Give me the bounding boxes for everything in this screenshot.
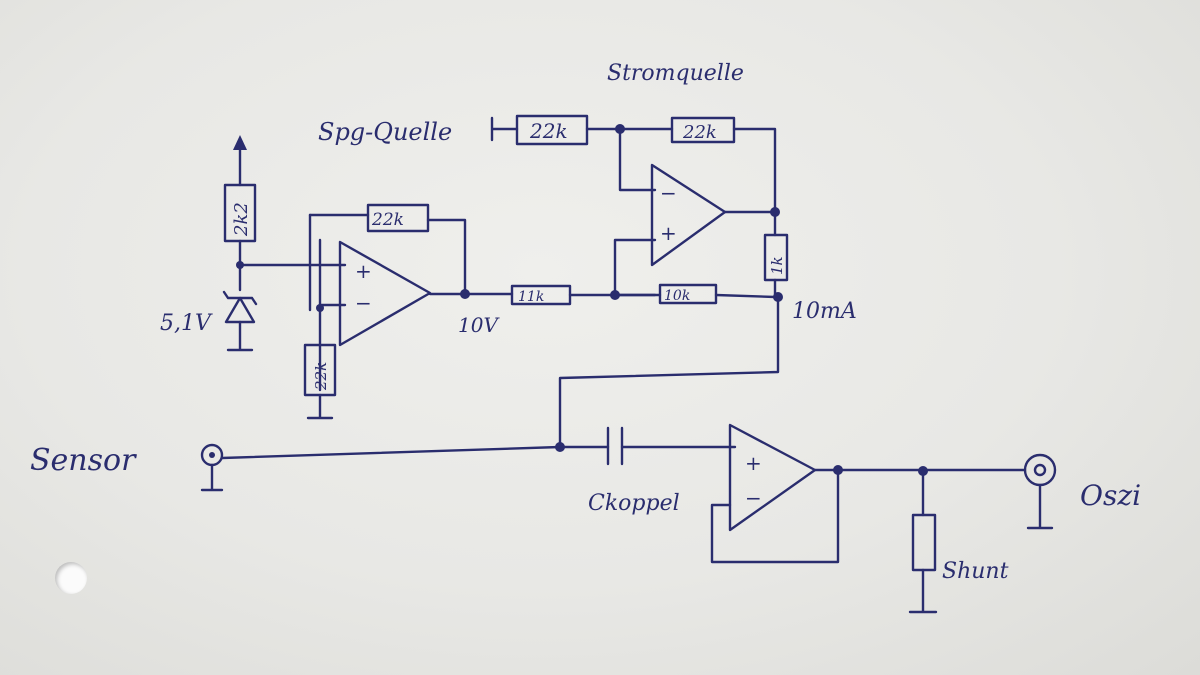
supply-arrow xyxy=(233,135,247,187)
wire-current-feed xyxy=(558,295,780,447)
resistor-22k-spg: 22k xyxy=(515,114,589,146)
svg-text:1k: 1k xyxy=(768,256,786,275)
wire-10k-out xyxy=(714,293,777,299)
opamp-buffer: + − xyxy=(728,423,817,532)
c-koppel-label: Ckoppel xyxy=(588,491,680,516)
wire-buffer-feedback xyxy=(710,470,840,564)
svg-text:22k: 22k xyxy=(682,122,717,143)
stromquelle-title: Stromquelle xyxy=(607,61,744,86)
voltage-10v-label: 10V xyxy=(458,313,500,337)
svg-text:22k: 22k xyxy=(371,210,404,230)
spg-quelle-label: Spg-Quelle xyxy=(318,118,452,146)
svg-text:22k: 22k xyxy=(529,119,568,143)
node-minus xyxy=(316,304,324,312)
oszi-label: Oszi xyxy=(1080,479,1141,512)
shunt-label: Shunt xyxy=(942,559,1009,584)
zener-diode xyxy=(222,290,258,352)
svg-text:22k: 22k xyxy=(312,362,330,391)
ground-shunt xyxy=(908,568,938,614)
zener-voltage-label: 5,1V xyxy=(160,311,213,336)
resistor-22k-top: 22k xyxy=(670,116,736,144)
svg-text:11k: 11k xyxy=(518,289,544,305)
svg-text:−: − xyxy=(745,486,762,510)
current-10ma-label: 10mA xyxy=(792,299,857,324)
opamp-current: − + xyxy=(650,163,727,267)
resistor-1k: 1k xyxy=(763,233,789,282)
wire-minus-2 xyxy=(618,127,657,192)
node-buffer-out xyxy=(833,465,843,475)
svg-text:10k: 10k xyxy=(664,288,690,304)
wire-plus-2 xyxy=(613,238,657,297)
spg-terminal xyxy=(490,116,519,142)
wire-sensor xyxy=(220,445,562,460)
resistor-shunt xyxy=(911,513,937,572)
sensor-label: Sensor xyxy=(30,443,137,478)
resistor-10k: 10k xyxy=(658,283,718,305)
svg-text:2k2: 2k2 xyxy=(231,202,252,237)
wire-feedback-1 xyxy=(308,213,467,296)
wire-feedback-2 xyxy=(732,127,777,214)
svg-text:+: + xyxy=(745,451,762,475)
svg-text:+: + xyxy=(660,221,677,245)
resistor-2k2: 2k2 xyxy=(223,183,257,243)
sensor-connector xyxy=(200,443,224,492)
svg-text:+: + xyxy=(355,259,372,283)
svg-text:−: − xyxy=(660,181,677,205)
svg-text:−: − xyxy=(355,291,372,315)
coupling-capacitor xyxy=(606,426,624,466)
oszi-connector xyxy=(1023,453,1057,530)
resistor-11k: 11k xyxy=(510,284,572,306)
node-10v xyxy=(460,289,470,299)
wire-feedback-left xyxy=(308,213,322,392)
resistor-22k-feedback: 22k xyxy=(366,203,430,233)
opamp-voltage: + − xyxy=(338,240,432,347)
ground-1 xyxy=(306,393,334,420)
punch-hole xyxy=(55,562,87,594)
